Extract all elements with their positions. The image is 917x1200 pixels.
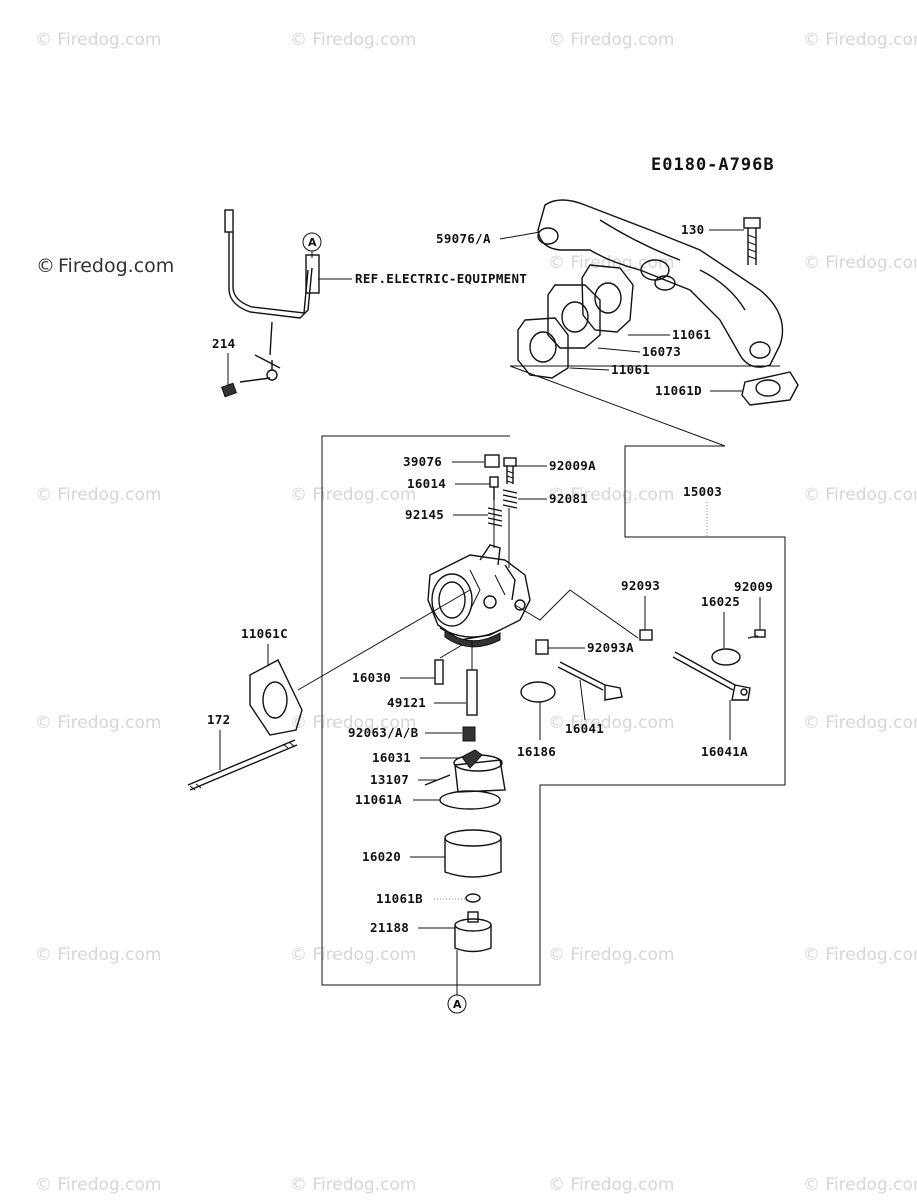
throttle-shaft-16041 xyxy=(557,661,623,701)
watermark: © Firedog.com xyxy=(548,485,674,505)
watermark: © Firedog.com xyxy=(548,945,674,965)
sensor-wire-harness xyxy=(221,209,320,398)
part-label-130: 130 xyxy=(681,222,704,237)
watermark: © Firedog.com xyxy=(35,485,161,505)
marker-a-bottom-label: A xyxy=(453,998,462,1011)
watermark: © Firedog.com xyxy=(803,945,917,965)
part-label-16041: 16041 xyxy=(565,721,604,736)
screw-92009 xyxy=(747,629,766,639)
part-label-16031: 16031 xyxy=(372,750,411,765)
watermark: © Firedog.com xyxy=(290,30,416,50)
part-label-172: 172 xyxy=(207,712,230,727)
watermark: © Firedog.com xyxy=(548,253,674,273)
part-label-16014: 16014 xyxy=(407,476,446,491)
part-92093A xyxy=(535,639,549,655)
part-label-92009: 92009 xyxy=(734,579,773,594)
washer-11061B xyxy=(465,893,481,903)
emulsion-tube-49121 xyxy=(466,640,478,716)
choke-plate-16025 xyxy=(711,648,741,666)
part-label-11061-b: 11061 xyxy=(611,362,650,377)
pin-13107 xyxy=(424,774,451,786)
gasket-11061D xyxy=(741,371,799,406)
part-39076 xyxy=(484,454,500,468)
gasket-11061A xyxy=(439,790,501,810)
watermark: © Firedog.com xyxy=(803,713,917,733)
watermark: © Firedog.com xyxy=(803,30,917,50)
watermark-dark: ©Firedog.com xyxy=(36,255,174,277)
diagram-code: E0180-A796B xyxy=(651,155,775,175)
watermark: © Firedog.com xyxy=(35,1175,161,1195)
part-label-16020: 16020 xyxy=(362,849,401,864)
choke-shaft-16041A xyxy=(672,651,751,701)
watermark: © Firedog.com xyxy=(290,945,416,965)
watermark-grid: © Firedog.com © Firedog.com © Firedog.co… xyxy=(35,30,917,1195)
part-label-11061D: 11061D xyxy=(655,383,702,398)
exhaust-manifold xyxy=(537,199,784,368)
part-label-214: 214 xyxy=(212,336,235,351)
spring-92145 xyxy=(487,507,503,527)
watermark: © Firedog.com xyxy=(290,1175,416,1195)
marker-circle-a-bottom xyxy=(447,994,467,1014)
group-frame xyxy=(321,365,786,986)
float-bowl-16020 xyxy=(444,829,502,878)
part-label-16041A: 16041A xyxy=(701,744,748,759)
part-label-15003: 15003 xyxy=(683,484,722,499)
part-92093 xyxy=(639,629,653,641)
part-label-92093: 92093 xyxy=(621,578,660,593)
part-label-39076: 39076 xyxy=(403,454,442,469)
stud-172 xyxy=(187,739,298,791)
part-label-92009A: 92009A xyxy=(549,458,596,473)
watermark: © Firedog.com xyxy=(548,1175,674,1195)
gasket-guide-line xyxy=(297,589,471,691)
jet-16014 xyxy=(489,476,499,500)
bowl-nut-21188 xyxy=(454,911,492,953)
watermark: © Firedog.com xyxy=(803,253,917,273)
part-label-92093A: 92093A xyxy=(587,640,634,655)
float-16031 xyxy=(453,749,506,793)
watermark: © Firedog.com xyxy=(548,713,674,733)
part-label-21188: 21188 xyxy=(370,920,409,935)
part-label-49121: 49121 xyxy=(387,695,426,710)
bolt-130 xyxy=(743,217,761,265)
watermark: © Firedog.com xyxy=(35,30,161,50)
part-label-13107: 13107 xyxy=(370,772,409,787)
part-label-11061B: 11061B xyxy=(376,891,423,906)
throttle-plate-16186 xyxy=(520,681,556,703)
part-label-11061A: 11061A xyxy=(355,792,402,807)
carburetor-body xyxy=(427,544,531,648)
marker-a-label: A xyxy=(308,236,317,249)
part-label-11061C: 11061C xyxy=(241,626,288,641)
part-label-92145: 92145 xyxy=(405,507,444,522)
pilot-jet-16030 xyxy=(434,659,444,685)
part-label-92081: 92081 xyxy=(549,491,588,506)
part-label-16073: 16073 xyxy=(642,344,681,359)
spring-92081 xyxy=(502,489,518,509)
copyright-icon: © xyxy=(36,255,55,277)
part-label-92063: 92063/A/B xyxy=(348,725,419,740)
watermark: © Firedog.com xyxy=(803,485,917,505)
ref-note: REF.ELECTRIC-EQUIPMENT xyxy=(355,271,527,286)
gasket-11061C xyxy=(249,659,303,736)
watermark: © Firedog.com xyxy=(548,30,674,50)
watermark: © Firedog.com xyxy=(803,1175,917,1195)
watermark: © Firedog.com xyxy=(35,713,161,733)
main-jet-92063 xyxy=(462,726,476,742)
part-label-16025: 16025 xyxy=(701,594,740,609)
linkage-line xyxy=(514,589,639,639)
part-label-59076A: 59076/A xyxy=(436,231,491,246)
gasket-16073-11061 xyxy=(517,264,634,379)
watermark: © Firedog.com xyxy=(290,485,416,505)
part-label-11061-a: 11061 xyxy=(672,327,711,342)
watermark: © Firedog.com xyxy=(35,945,161,965)
part-label-16030: 16030 xyxy=(352,670,391,685)
screw-92009A xyxy=(503,457,517,484)
part-label-16186: 16186 xyxy=(517,744,556,759)
